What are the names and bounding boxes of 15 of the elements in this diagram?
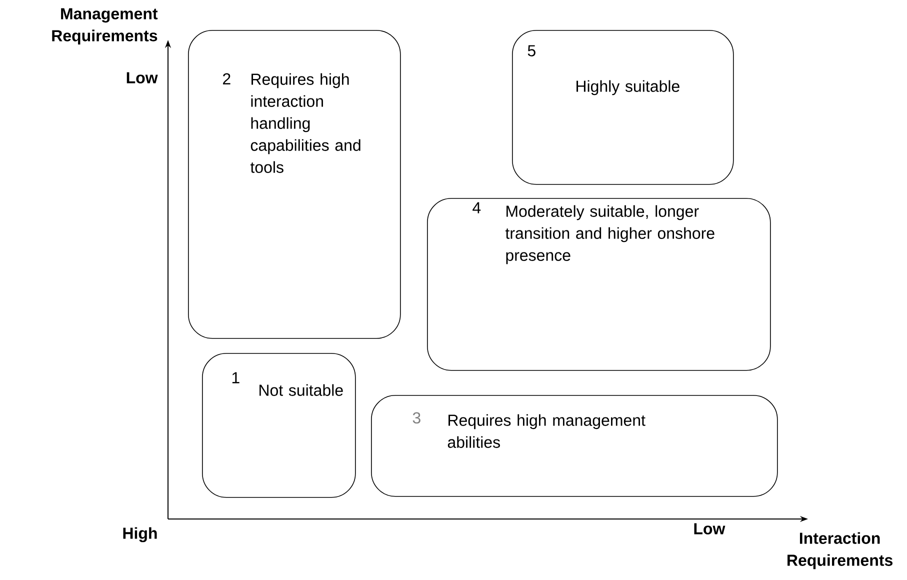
axis-label: Management Requirements [52, 8, 158, 45]
box-text: Highly suitable [576, 80, 680, 96]
box-text: Requires high management abilities [448, 414, 646, 448]
box-text: Moderately suitable, longer transition and higher onshore presence [505, 205, 714, 264]
axis-label: High [123, 527, 157, 542]
box-text: Requires high interaction handling capabilities and tools [250, 73, 360, 173]
axis-label: Interaction Requirements [788, 532, 892, 570]
axis-label: Low [694, 523, 726, 534]
axis-label: Low [126, 72, 158, 84]
box-number: 2 [223, 73, 230, 84]
box-number: 5 [528, 45, 536, 56]
box-number: 4 [472, 202, 481, 214]
box-number: 3 [412, 412, 420, 424]
box-number: 1 [232, 372, 240, 384]
box-text: Not suitable [260, 384, 343, 396]
